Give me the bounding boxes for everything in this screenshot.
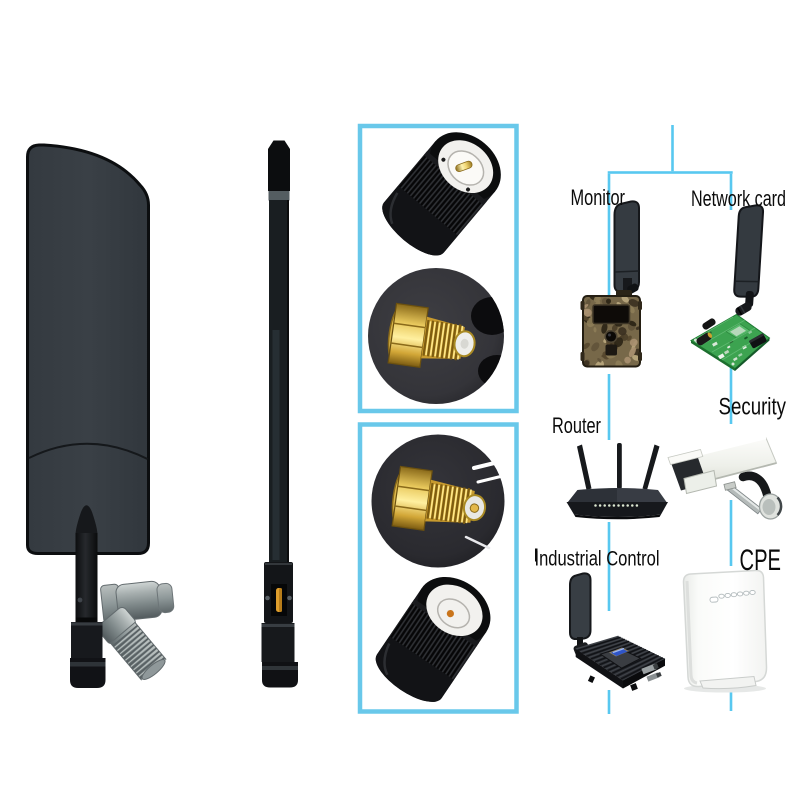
svg-text:Router: Router (552, 413, 601, 438)
svg-text:Industrial Control: Industrial Control (535, 547, 660, 571)
svg-text:Security: Security (719, 394, 787, 421)
svg-text:Network card: Network card (691, 186, 786, 211)
svg-text:CPE: CPE (740, 544, 782, 577)
svg-text:Monitor: Monitor (571, 185, 626, 210)
